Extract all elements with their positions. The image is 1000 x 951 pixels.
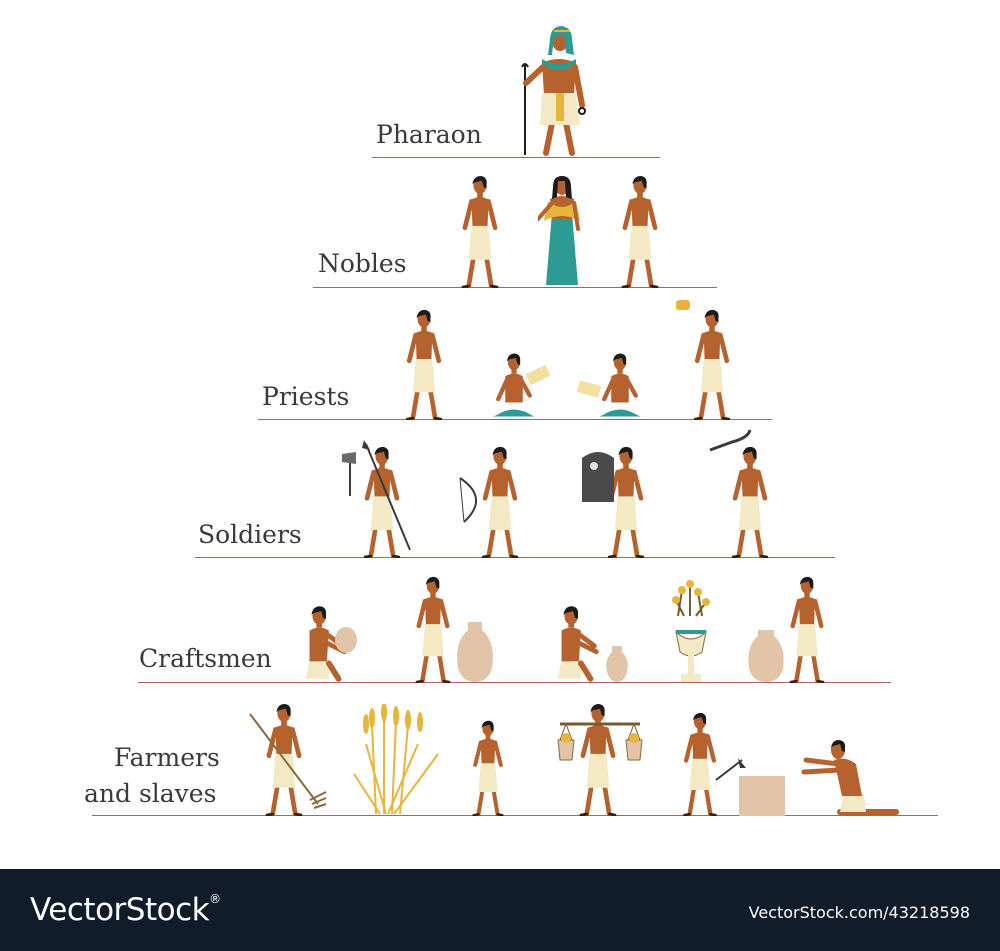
noble-man-figure [458,175,502,288]
tier-line-priests [258,419,772,420]
tier-label-nobles: Nobles [318,249,407,278]
priest-offering-figure [690,309,734,420]
logo-text: VectorStock [30,892,210,928]
spear-icon [362,440,411,551]
craftsman-potter-2-figure [548,604,606,684]
image-url: VectorStock.com/43218598 [748,903,970,922]
bow-icon [459,477,477,523]
hoe-icon [715,758,746,781]
offering-vessel-icon [676,300,690,310]
tier-label-craftsmen: Craftsmen [139,644,272,673]
tier-line-nobles [313,287,717,288]
clay-pot-1-icon [335,627,357,653]
tier-label-farmers: Farmers [114,743,220,772]
stone-block-icon [739,776,785,816]
small-vase-icon [606,646,628,682]
priest-standing-figure [402,309,446,420]
craftsman-shaper-figure [412,576,454,683]
priest-scribe-1-figure [486,350,542,420]
large-vase-2-icon [748,630,784,682]
craftsman-painter-figure [786,576,828,683]
noble-man-2-figure [618,175,662,288]
slave-kneeling-figure [801,740,899,815]
wheat-icon [353,704,439,815]
shield-icon [582,452,614,502]
tier-line-pharaon [372,157,660,158]
tier-line-craftsmen [138,682,891,683]
soldier-sword-figure [728,446,772,558]
yoke-baskets-icon [557,722,643,761]
tier-label-soldiers: Soldiers [198,520,302,549]
lotus-vase-icon [672,580,710,682]
tier-line-farmers [92,815,938,816]
large-vase-1-icon [457,622,493,682]
pharaoh-figure [521,26,586,156]
registered-mark: ® [209,892,221,906]
tier-label-slaves: and slaves [84,779,217,808]
tier-label-pharaon: Pharaon [376,120,482,149]
vectorstock-logo: VectorStock® [30,892,221,928]
tier-label-priests: Priests [262,382,350,411]
watermark-footer: VectorStock® VectorStock.com/43218598 [0,869,1000,951]
axe-icon [342,452,356,496]
farmer-harvesting-figure [466,720,510,816]
rake-icon [249,713,327,809]
khopesh-icon [709,429,752,452]
noble-woman-figure [538,176,580,285]
